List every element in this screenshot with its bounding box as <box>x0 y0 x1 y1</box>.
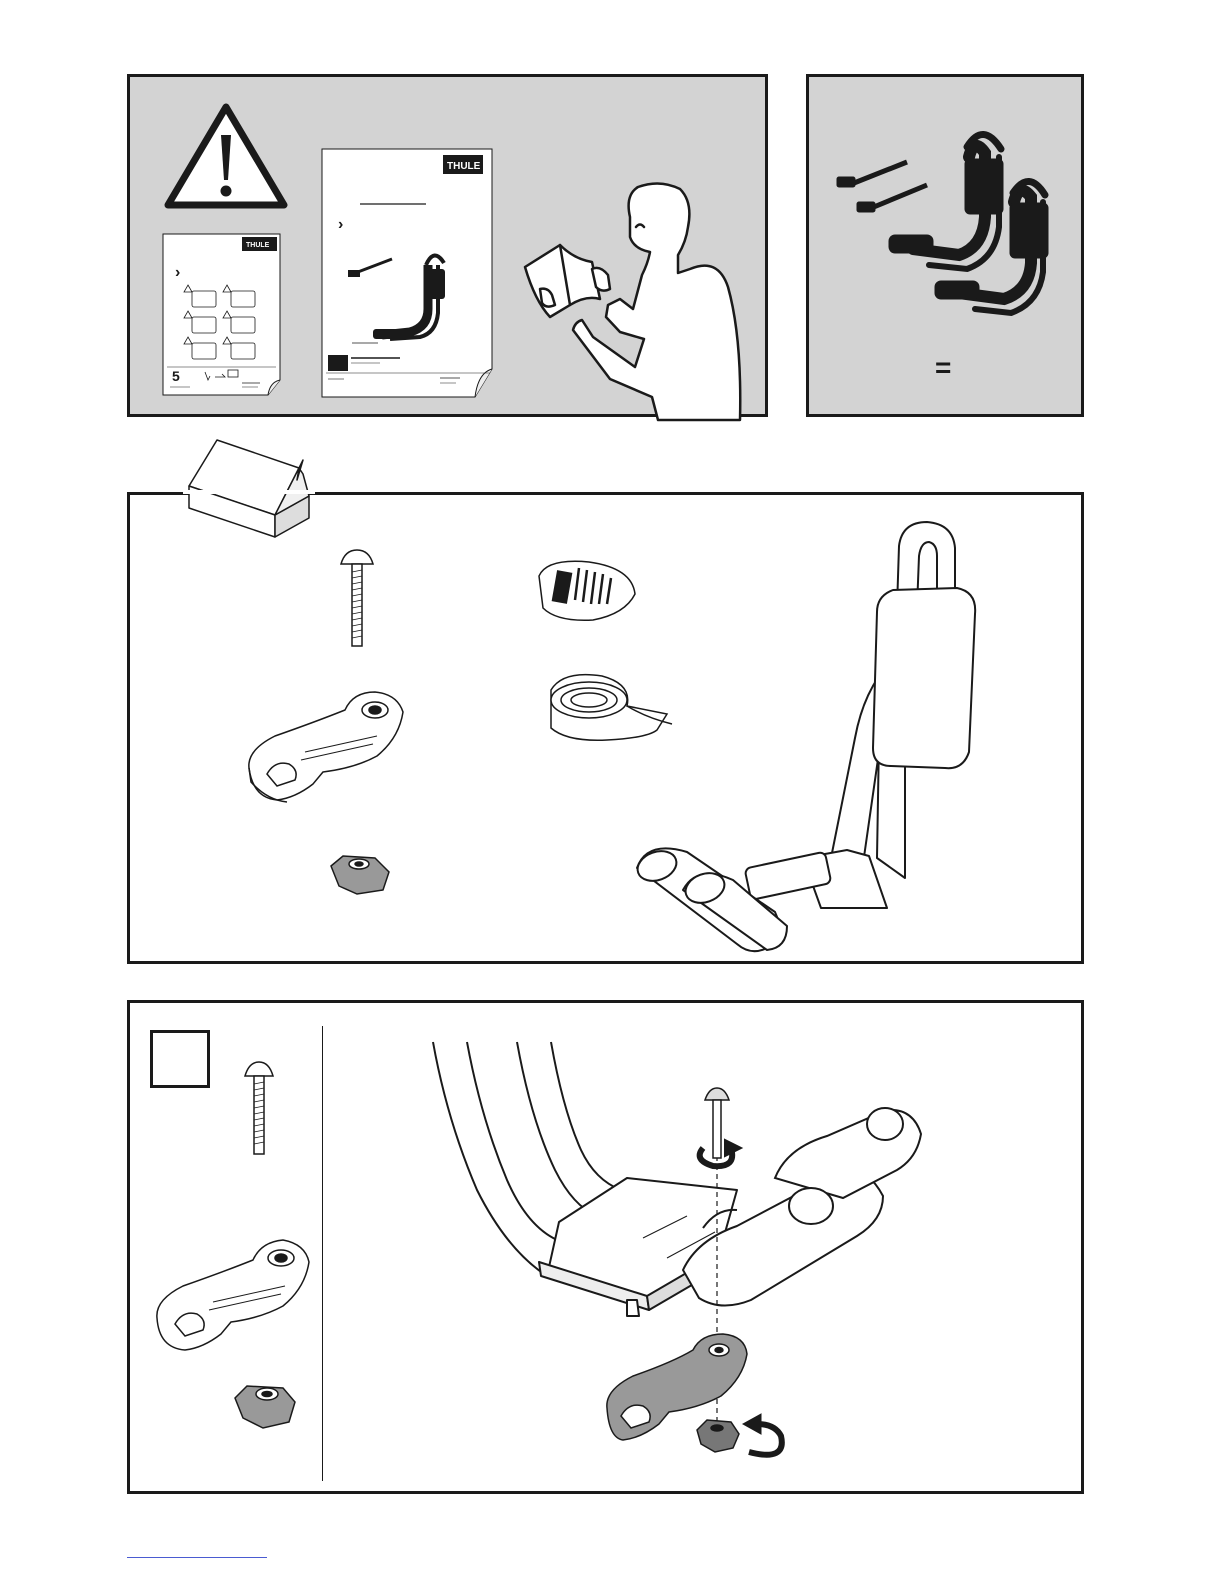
pair-panel: = <box>806 74 1084 417</box>
strap-icon <box>837 162 927 212</box>
manual-small-icon: THULE › 5 <box>163 234 280 395</box>
manual-small-step-number: 5 <box>172 368 180 384</box>
manual-small-brand: THULE <box>246 242 270 249</box>
equals-sign: = <box>935 352 951 383</box>
carriage-bolt-icon <box>245 1062 273 1154</box>
padding-roll-icon <box>551 675 672 741</box>
contents-illustration <box>127 438 1084 964</box>
kayak-carrier-icon <box>889 134 1003 269</box>
knob-icon <box>331 856 389 894</box>
rotate-arrow-icon <box>743 1414 782 1455</box>
warning-panel-illustration: THULE › 5 <box>130 77 771 420</box>
pair-panel-illustration: = <box>809 77 1087 420</box>
warning-panel: THULE › 5 <box>127 74 768 417</box>
warning-triangle-icon <box>168 107 284 205</box>
step-illustration <box>127 1000 1084 1494</box>
knob-icon <box>235 1386 295 1428</box>
manual-large-brand: THULE <box>447 161 481 172</box>
manual-large-chevron: › <box>338 216 343 233</box>
carriage-bolt-icon <box>341 550 373 646</box>
strap-buckle-icon <box>539 561 635 620</box>
knob-icon <box>697 1420 739 1452</box>
person-reading-icon <box>525 183 740 420</box>
manual-large-icon: THULE › <box>322 149 492 397</box>
manual-small-chevron: › <box>175 264 180 281</box>
kayak-carrier-icon <box>633 522 975 951</box>
bracket-icon <box>157 1240 309 1350</box>
bracket-icon <box>249 692 403 802</box>
footer-link-line <box>127 1557 267 1558</box>
box-icon <box>183 440 315 537</box>
